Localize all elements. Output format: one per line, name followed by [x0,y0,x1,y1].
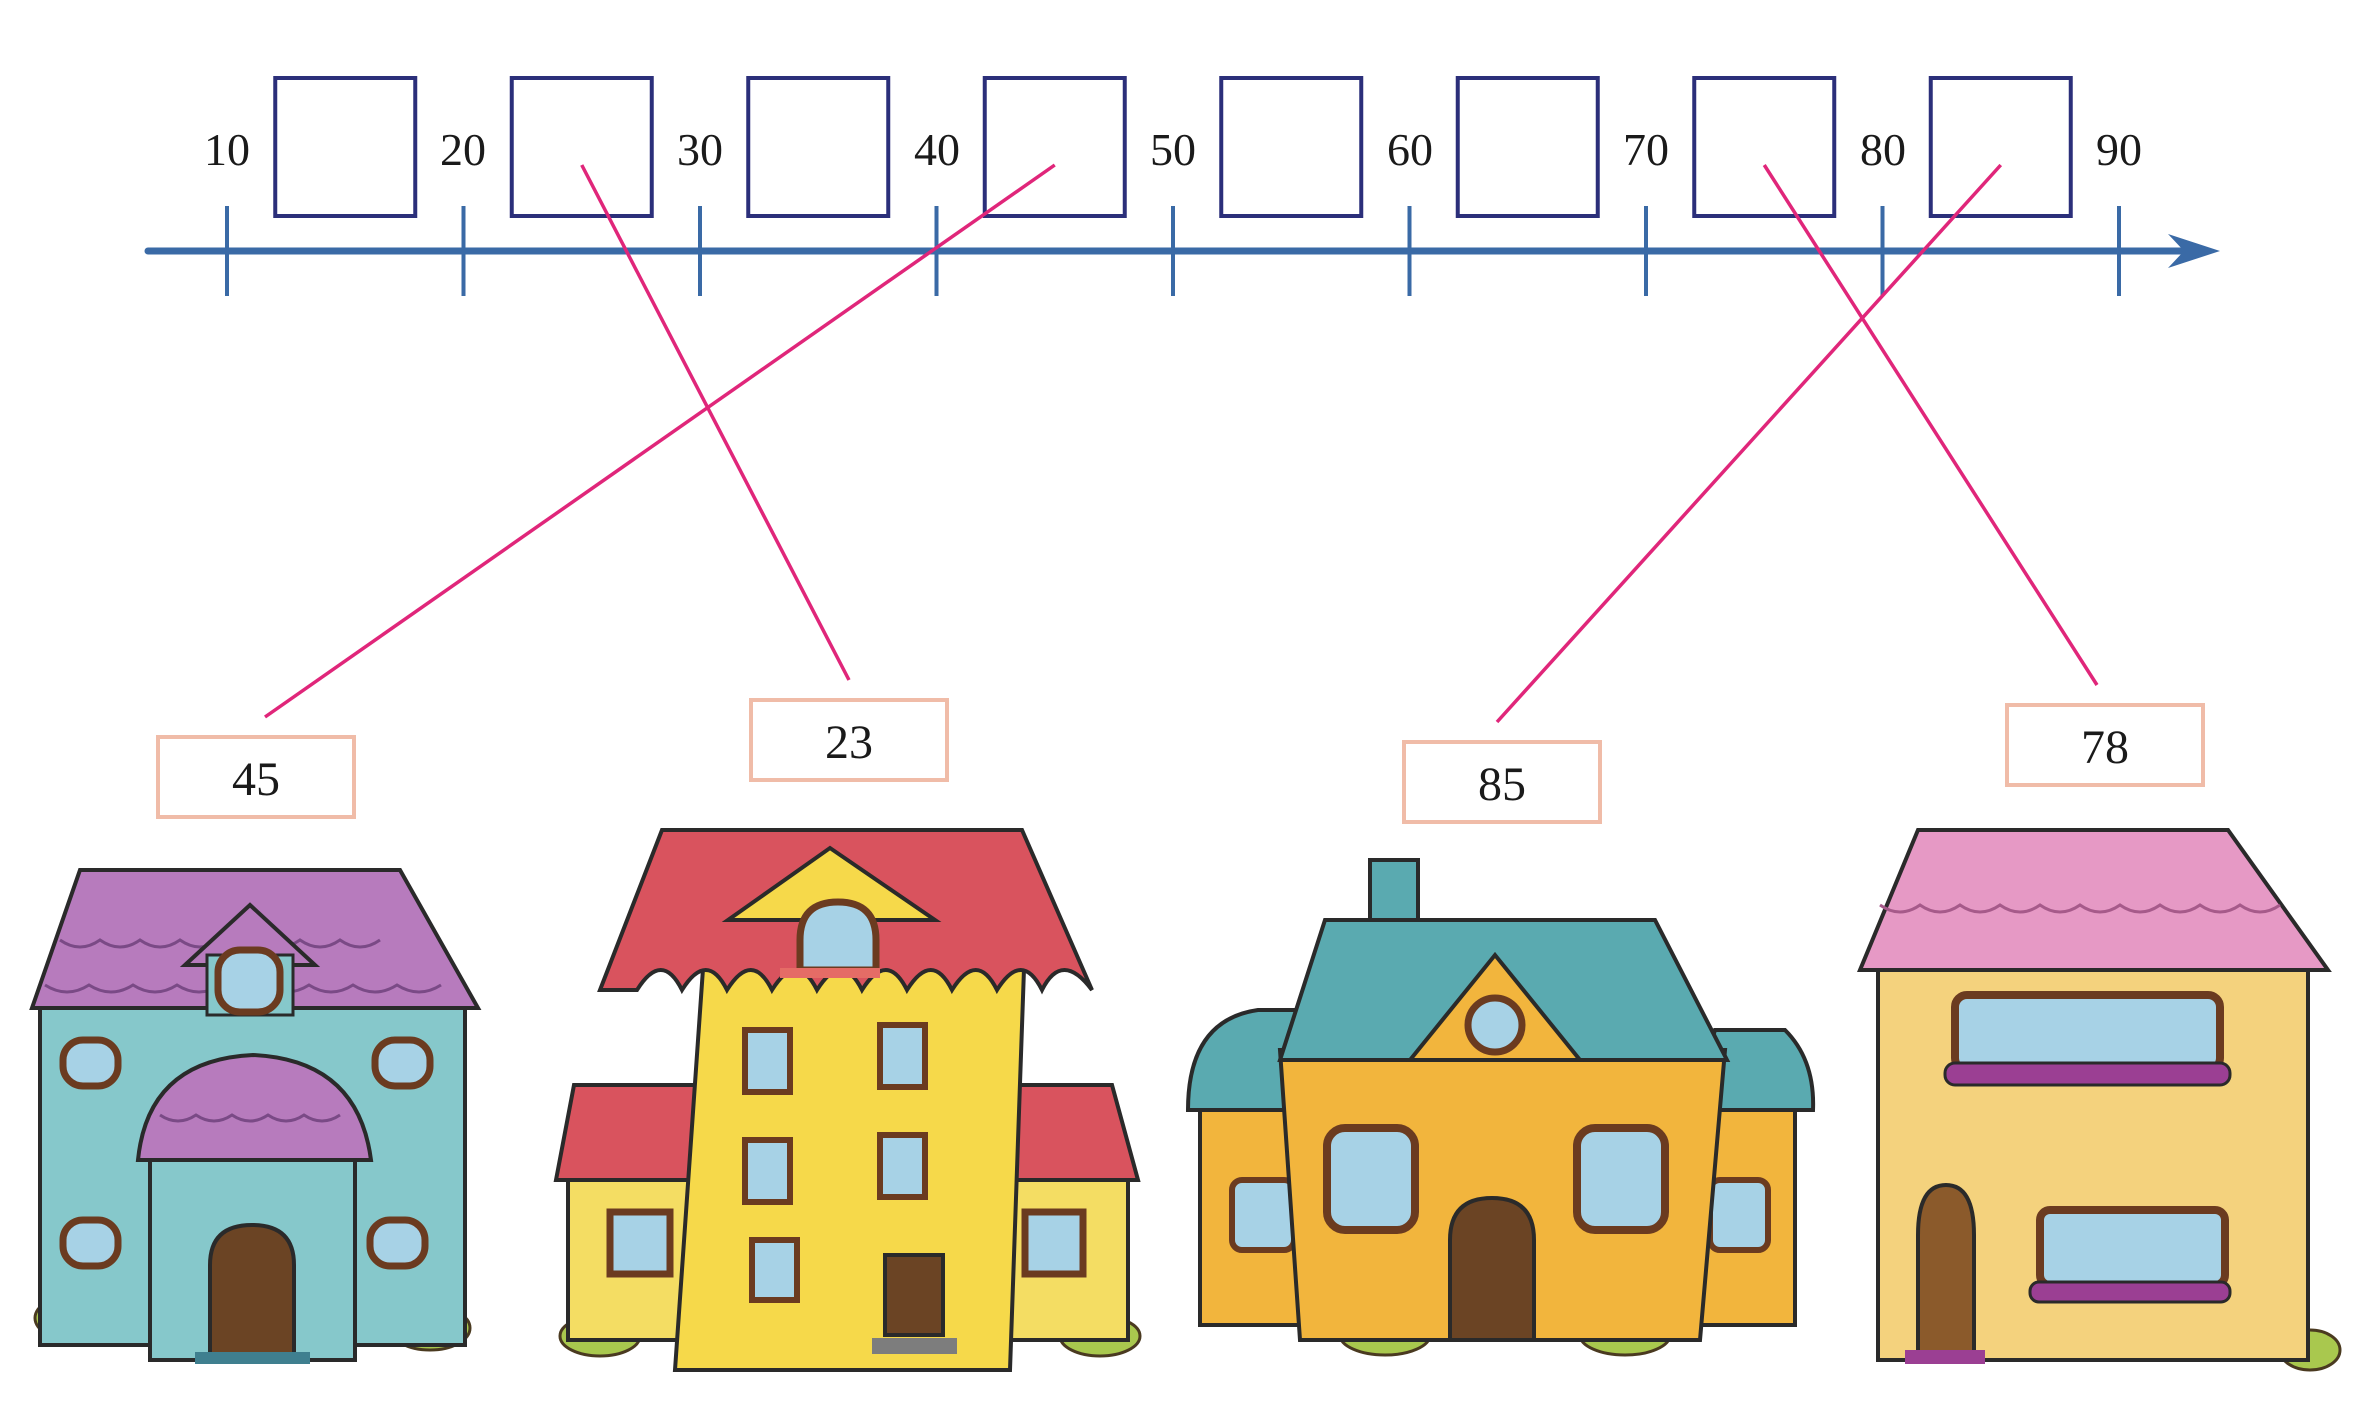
house-cream-illustration [1857,828,2342,1372]
house-number-label: 23 [825,716,873,769]
axis-arrowhead-icon [2168,234,2220,268]
tick-label: 20 [440,124,486,175]
tick-label: 90 [2096,124,2142,175]
answer-box[interactable] [982,76,1127,218]
house-yellow-illustration [553,828,1142,1372]
house-number-label: 78 [2081,721,2129,774]
house-label-box[interactable]: 23 [749,698,949,782]
answer-box[interactable] [509,76,654,218]
house-label-box[interactable]: 78 [2005,703,2205,787]
answer-box[interactable] [1455,76,1600,218]
tick-label: 80 [1860,124,1906,175]
house-orange-illustration [1185,858,1816,1357]
tick-label: 50 [1150,124,1196,175]
house-label-box[interactable]: 85 [1402,740,1602,824]
tick-label: 70 [1623,124,1669,175]
connector-line [1495,163,2003,724]
answer-box[interactable] [1219,76,1364,218]
answer-box[interactable] [273,76,418,218]
tick-label: 10 [204,124,250,175]
tick-label: 40 [914,124,960,175]
tick-label: 60 [1387,124,1433,175]
connector-line [1762,164,2099,686]
house-number-label: 45 [232,753,280,806]
answer-box[interactable] [1692,76,1837,218]
tick-label: 30 [677,124,723,175]
house-label-box[interactable]: 45 [156,735,356,819]
number-line: 10 20 30 40 50 60 70 80 90 [144,76,2220,296]
house-number-label: 85 [1478,758,1526,811]
connector-line [263,163,1056,719]
connector-line [580,164,851,681]
answer-box[interactable] [1928,76,2073,218]
answer-box[interactable] [746,76,891,218]
house-teal-illustration [29,868,482,1364]
